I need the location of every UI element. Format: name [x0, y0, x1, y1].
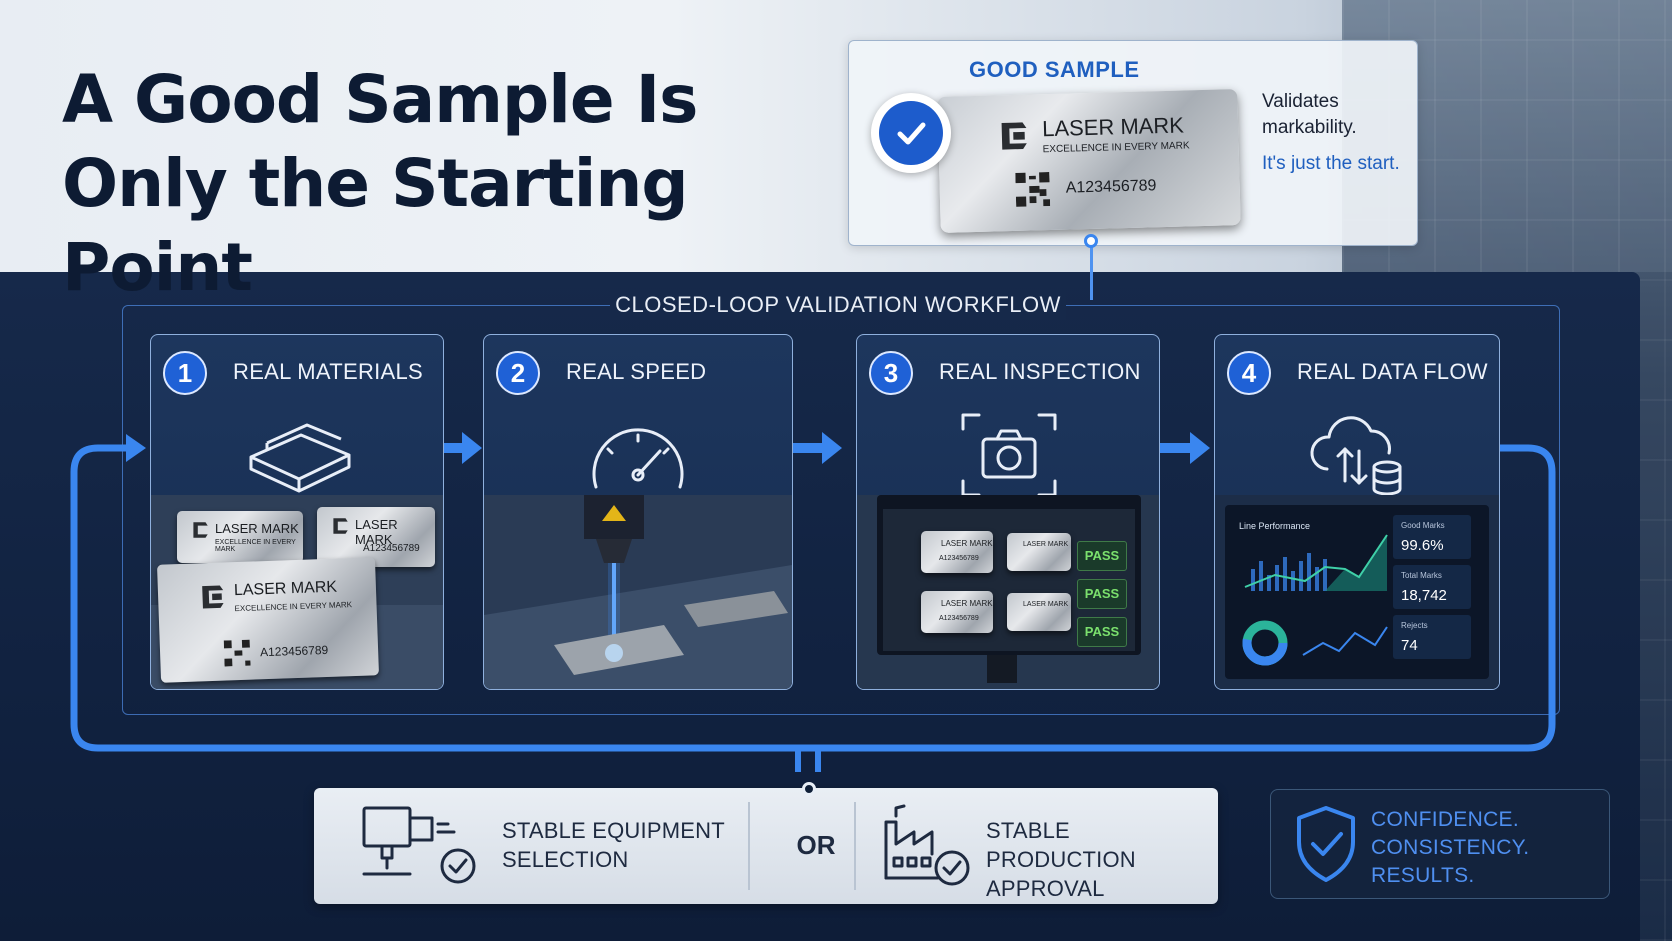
material-plate: LASER MARK A123456789	[317, 507, 435, 567]
kpi-label: Rejects	[1401, 621, 1428, 630]
inspected-plate: LASER MARK A123456789	[921, 531, 993, 573]
camera-icon	[961, 413, 1057, 497]
factory-approval-icon	[884, 804, 970, 886]
page-title-line2: Only the Starting Point	[62, 145, 689, 306]
pass-indicator: PASS	[1077, 541, 1127, 571]
plate-tagline-text: EXCELLENCE IN EVERY MARK	[234, 600, 353, 614]
step-card-real-speed: 2 REAL SPEED	[483, 334, 793, 690]
kpi-value: 74	[1401, 637, 1418, 654]
laser-mark-logo-icon	[1001, 122, 1027, 150]
checkmark-badge	[871, 93, 951, 173]
page-title: A Good Sample Is Only the Starting Point	[62, 58, 822, 310]
dashboard-title: Line Performance	[1239, 521, 1311, 531]
pass-indicator: PASS	[1077, 579, 1127, 609]
outcome-divider	[854, 802, 856, 890]
step-card-real-inspection: 3 REAL INSPECTION LASER MARK A123456789 …	[856, 334, 1160, 690]
plate-brand-text: LASER MARK	[941, 539, 993, 548]
kpi-label: Total Marks	[1401, 571, 1442, 580]
inspected-plate: LASER MARK	[1007, 593, 1071, 631]
material-plate: LASER MARK EXCELLENCE IN EVERY MARK	[177, 511, 303, 563]
confidence-box: CONFIDENCE. CONSISTENCY. RESULTS.	[1270, 789, 1610, 899]
qr-code-icon	[223, 639, 251, 667]
laser-mark-logo-icon	[333, 518, 348, 534]
step-label: REAL MATERIALS	[233, 359, 424, 384]
sample-connector-node	[1084, 234, 1098, 248]
outcome-equipment-selection: STABLE EQUIPMENT SELECTION	[502, 816, 725, 874]
kpi-good-marks: Good Marks 99.6%	[1393, 515, 1471, 559]
plate-serial-text: A123456789	[363, 543, 420, 554]
outcome-divider	[748, 802, 750, 890]
plate-brand-text: LASER MARK	[1041, 112, 1185, 142]
kpi-value: 18,742	[1401, 587, 1447, 604]
step-label: REAL INSPECTION	[939, 359, 1141, 384]
kpi-rejects: Rejects 74	[1393, 615, 1471, 659]
plate-brand-text: LASER MARK	[233, 578, 338, 600]
qr-code-icon	[1015, 172, 1051, 207]
step-number-badge: 1	[163, 351, 207, 395]
outcome-line: APPROVAL	[986, 876, 1105, 901]
plate-tagline-text: EXCELLENCE IN EVERY MARK	[215, 539, 296, 553]
stacked-plates-icon	[249, 423, 351, 493]
step-number-badge: 4	[1227, 351, 1271, 395]
cloud-database-icon	[1310, 416, 1402, 496]
plate-serial-text: A123456789	[939, 555, 979, 562]
equipment-selection-icon	[362, 806, 476, 884]
outcome-line: STABLE PRODUCTION	[986, 818, 1136, 872]
outcome-line: STABLE EQUIPMENT	[502, 818, 725, 843]
confidence-line: CONFIDENCE.	[1371, 808, 1519, 831]
confidence-line: RESULTS.	[1371, 864, 1475, 887]
kpi-value: 99.6%	[1401, 537, 1444, 554]
confidence-line: CONSISTENCY.	[1371, 836, 1530, 859]
speedometer-icon	[592, 428, 684, 489]
page-title-line1: A Good Sample Is	[62, 61, 698, 138]
checkmark-icon	[897, 122, 926, 145]
good-sample-note-start: It's just the start.	[1262, 153, 1400, 174]
sample-connector-line	[1090, 240, 1093, 300]
step-label: REAL DATA FLOW	[1297, 359, 1488, 384]
plate-tagline-text: EXCELLENCE IN EVERY MARK	[1042, 140, 1190, 156]
kpi-label: Good Marks	[1401, 521, 1445, 530]
inspected-plate: LASER MARK A123456789	[921, 591, 993, 633]
loop-junction-node	[802, 782, 816, 796]
workflow-title: CLOSED-LOOP VALIDATION WORKFLOW	[615, 292, 1061, 317]
workflow-title-background	[610, 290, 1066, 320]
plate-serial-text: A123456789	[1065, 177, 1157, 197]
plate-serial-text: A123456789	[259, 642, 329, 660]
inspected-plate: LASER MARK	[1007, 533, 1071, 571]
plate-brand-text: LASER MARK	[941, 599, 993, 608]
outcome-options-box: STABLE EQUIPMENT SELECTION OR STABLE PRO…	[314, 788, 1218, 904]
plate-brand-text: LASER MARK	[215, 521, 299, 536]
outcome-line: SELECTION	[502, 847, 629, 872]
outcome-production-approval: STABLE PRODUCTION APPROVAL	[986, 816, 1218, 903]
plate-brand-text: LASER MARK	[1023, 601, 1069, 608]
laser-mark-logo-icon	[202, 585, 224, 609]
step-label: REAL SPEED	[566, 359, 707, 384]
kpi-total-marks: Total Marks 18,742	[1393, 565, 1471, 609]
good-sample-card: GOOD SAMPLE LASER MARK EXCELLENCE IN EVE…	[848, 40, 1418, 246]
material-plate-large: LASER MARK EXCELLENCE IN EVERY MARK A123…	[157, 557, 379, 683]
step-card-real-materials: 1 REAL MATERIALS LASER MARK EXCELLENCE I…	[150, 334, 444, 690]
step-number-badge: 3	[869, 351, 913, 395]
step-card-real-data-flow: 4 REAL DATA FLOW Line Performance Good M…	[1214, 334, 1500, 690]
plate-serial-text: A123456789	[939, 615, 979, 622]
sample-plate-image: LASER MARK EXCELLENCE IN EVERY MARK A123…	[937, 89, 1241, 233]
step-number-badge: 2	[496, 351, 540, 395]
pass-indicator: PASS	[1077, 617, 1127, 647]
good-sample-label: GOOD SAMPLE	[969, 57, 1140, 82]
good-sample-note-validates: Validates markability.	[1262, 91, 1357, 138]
shield-check-icon	[1297, 806, 1355, 882]
or-separator: OR	[796, 830, 836, 860]
plate-brand-text: LASER MARK	[355, 517, 398, 547]
laser-mark-logo-icon	[193, 522, 208, 538]
plate-brand-text: LASER MARK	[1023, 541, 1069, 548]
laser-marking-photo	[484, 495, 792, 689]
